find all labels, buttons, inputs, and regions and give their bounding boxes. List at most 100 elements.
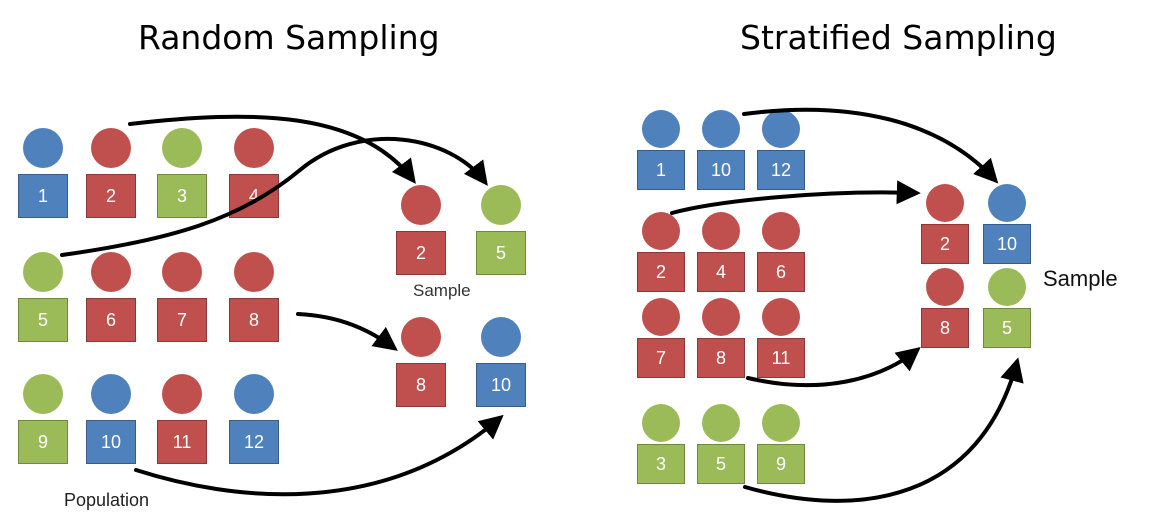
person-number: 11: [157, 420, 207, 464]
sample-figure: 10: [983, 184, 1031, 264]
person-number: 10: [983, 224, 1031, 264]
arrow-stratum-red-top: [670, 180, 921, 215]
stratum-figure: 9: [757, 404, 805, 484]
person-number: 5: [476, 231, 526, 275]
person-figure: 7: [157, 252, 207, 342]
person-figure: 11: [157, 374, 207, 464]
person-number: 2: [921, 224, 969, 264]
person-head: [926, 184, 964, 222]
person-number: 6: [757, 252, 805, 292]
person-number: 5: [983, 308, 1031, 348]
stratum-figure: 6: [757, 212, 805, 292]
person-head: [988, 268, 1026, 306]
person-head: [91, 128, 131, 168]
person-number: 7: [157, 298, 207, 342]
person-figure: 1: [18, 128, 68, 218]
person-figure: 6: [86, 252, 136, 342]
person-head: [702, 298, 740, 336]
sample-figure: 8: [921, 268, 969, 348]
person-head: [642, 404, 680, 442]
person-number: 10: [86, 420, 136, 464]
person-number: 8: [921, 308, 969, 348]
person-head: [162, 128, 202, 168]
person-number: 2: [86, 174, 136, 218]
person-head: [234, 252, 274, 292]
person-head: [234, 374, 274, 414]
person-number: 8: [396, 363, 446, 407]
person-head: [988, 184, 1026, 222]
stratum-figure: 10: [697, 110, 745, 190]
person-head: [762, 404, 800, 442]
person-figure: 8: [229, 252, 279, 342]
stratum-figure: 5: [697, 404, 745, 484]
person-figure: 12: [229, 374, 279, 464]
arrow-8-to-sample: [296, 312, 398, 351]
person-head: [481, 317, 521, 357]
person-head: [401, 185, 441, 225]
person-number: 2: [396, 231, 446, 275]
sample-figure: 10: [476, 317, 526, 407]
person-number: 9: [18, 420, 68, 464]
person-head: [162, 252, 202, 292]
person-head: [91, 374, 131, 414]
stratified-sample-label: Sample: [1043, 266, 1118, 291]
person-head: [702, 404, 740, 442]
arrow-10-to-sample: [134, 414, 504, 497]
person-number: 8: [697, 338, 745, 378]
person-head: [762, 110, 800, 148]
stratum-figure: 1: [637, 110, 685, 190]
person-head: [91, 252, 131, 292]
person-head: [162, 374, 202, 414]
person-number: 2: [637, 252, 685, 292]
person-head: [481, 185, 521, 225]
person-head: [642, 110, 680, 148]
person-number: 5: [18, 298, 68, 342]
person-number: 10: [697, 150, 745, 190]
random-sampling-title: Random Sampling: [138, 18, 440, 57]
person-head: [23, 128, 63, 168]
person-number: 8: [229, 298, 279, 342]
person-head: [926, 268, 964, 306]
person-number: 4: [697, 252, 745, 292]
person-number: 12: [757, 150, 805, 190]
person-figure: 2: [86, 128, 136, 218]
person-number: 11: [757, 338, 805, 378]
person-number: 1: [637, 150, 685, 190]
person-head: [23, 374, 63, 414]
sample-figure: 2: [396, 185, 446, 275]
arrow-stratum-green: [743, 357, 1024, 503]
person-head: [642, 298, 680, 336]
person-number: 7: [637, 338, 685, 378]
stratum-figure: 7: [637, 298, 685, 378]
sample-figure: 2: [921, 184, 969, 264]
person-number: 3: [637, 444, 685, 484]
person-number: 9: [757, 444, 805, 484]
stratum-figure: 12: [757, 110, 805, 190]
stratified-sampling-title: Stratified Sampling: [740, 18, 1057, 57]
person-figure: 9: [18, 374, 68, 464]
stratum-figure: 4: [697, 212, 745, 292]
stratum-figure: 11: [757, 298, 805, 378]
arrow-5-to-sample: [60, 136, 488, 257]
person-head: [401, 317, 441, 357]
person-number: 10: [476, 363, 526, 407]
person-head: [702, 110, 740, 148]
sample-figure: 5: [476, 185, 526, 275]
person-head: [762, 212, 800, 250]
arrow-stratum-red-bottom: [746, 346, 921, 388]
person-head: [234, 128, 274, 168]
person-number: 6: [86, 298, 136, 342]
person-head: [23, 252, 63, 292]
person-head: [762, 298, 800, 336]
stratum-figure: 8: [697, 298, 745, 378]
sample-figure: 5: [983, 268, 1031, 348]
person-head: [642, 212, 680, 250]
person-figure: 3: [157, 128, 207, 218]
person-number: 3: [157, 174, 207, 218]
person-number: 5: [697, 444, 745, 484]
person-figure: 5: [18, 252, 68, 342]
person-number: 12: [229, 420, 279, 464]
person-figure: 10: [86, 374, 136, 464]
arrow-stratum-blue: [742, 107, 999, 184]
